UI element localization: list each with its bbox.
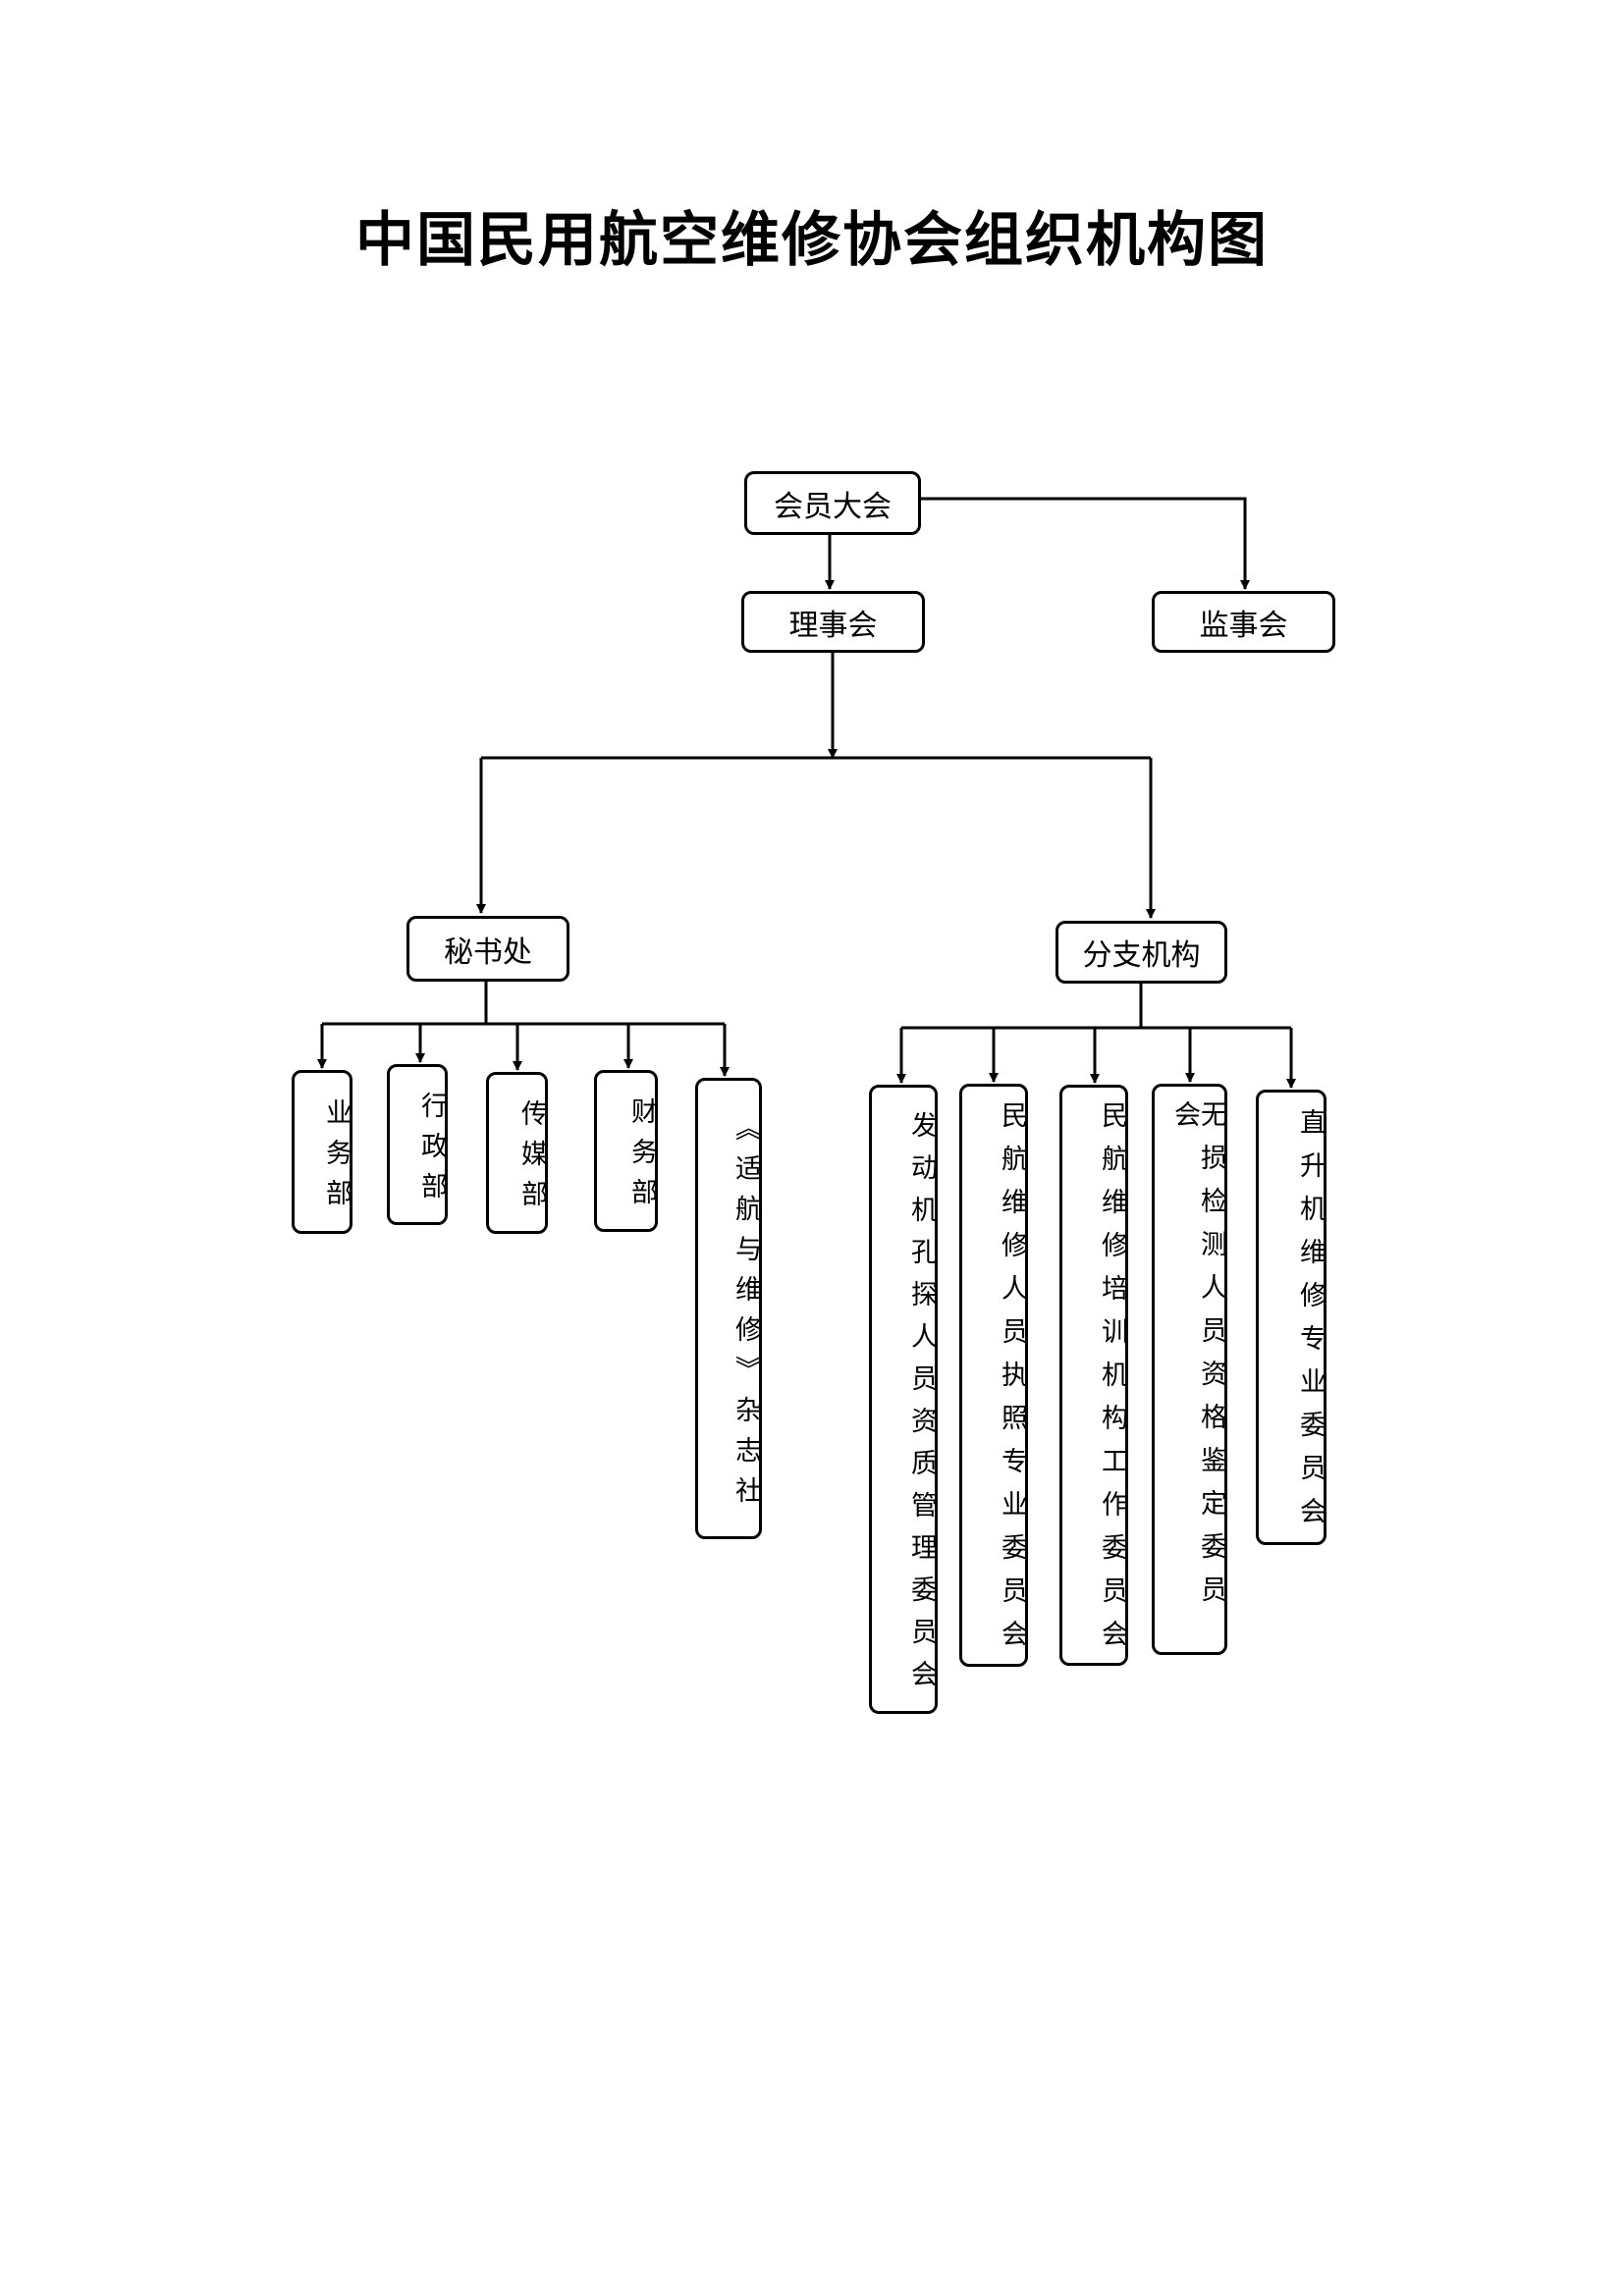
node-supervisory-board: 监事会 bbox=[1152, 591, 1335, 653]
node-media-dept: 传媒部 bbox=[486, 1072, 548, 1234]
node-ndt-committee: 无损检测人员资格鉴定委员会 bbox=[1152, 1084, 1227, 1655]
node-secretariat: 秘书处 bbox=[406, 916, 569, 982]
node-admin-dept: 行政部 bbox=[387, 1064, 448, 1225]
page-title: 中国民用航空维修协会组织机构图 bbox=[355, 206, 1269, 275]
node-council: 理事会 bbox=[741, 591, 925, 653]
connector-assembly-supervisory bbox=[921, 497, 1250, 590]
node-borescope-committee: 发动机孔探人员资质管理委员会 bbox=[869, 1085, 938, 1714]
node-general-assembly: 会员大会 bbox=[744, 471, 921, 535]
node-helicopter-committee: 直升机维修专业委员会 bbox=[1256, 1090, 1326, 1545]
node-branches: 分支机构 bbox=[1056, 921, 1227, 984]
node-business-dept: 业务部 bbox=[292, 1070, 352, 1234]
node-license-committee: 民航维修人员执照专业委员会 bbox=[959, 1084, 1028, 1667]
node-magazine: 《适航与维修》杂志社 bbox=[695, 1078, 762, 1539]
node-training-committee: 民航维修培训机构工作委员会 bbox=[1059, 1085, 1128, 1666]
node-finance-dept: 财务部 bbox=[594, 1070, 658, 1232]
